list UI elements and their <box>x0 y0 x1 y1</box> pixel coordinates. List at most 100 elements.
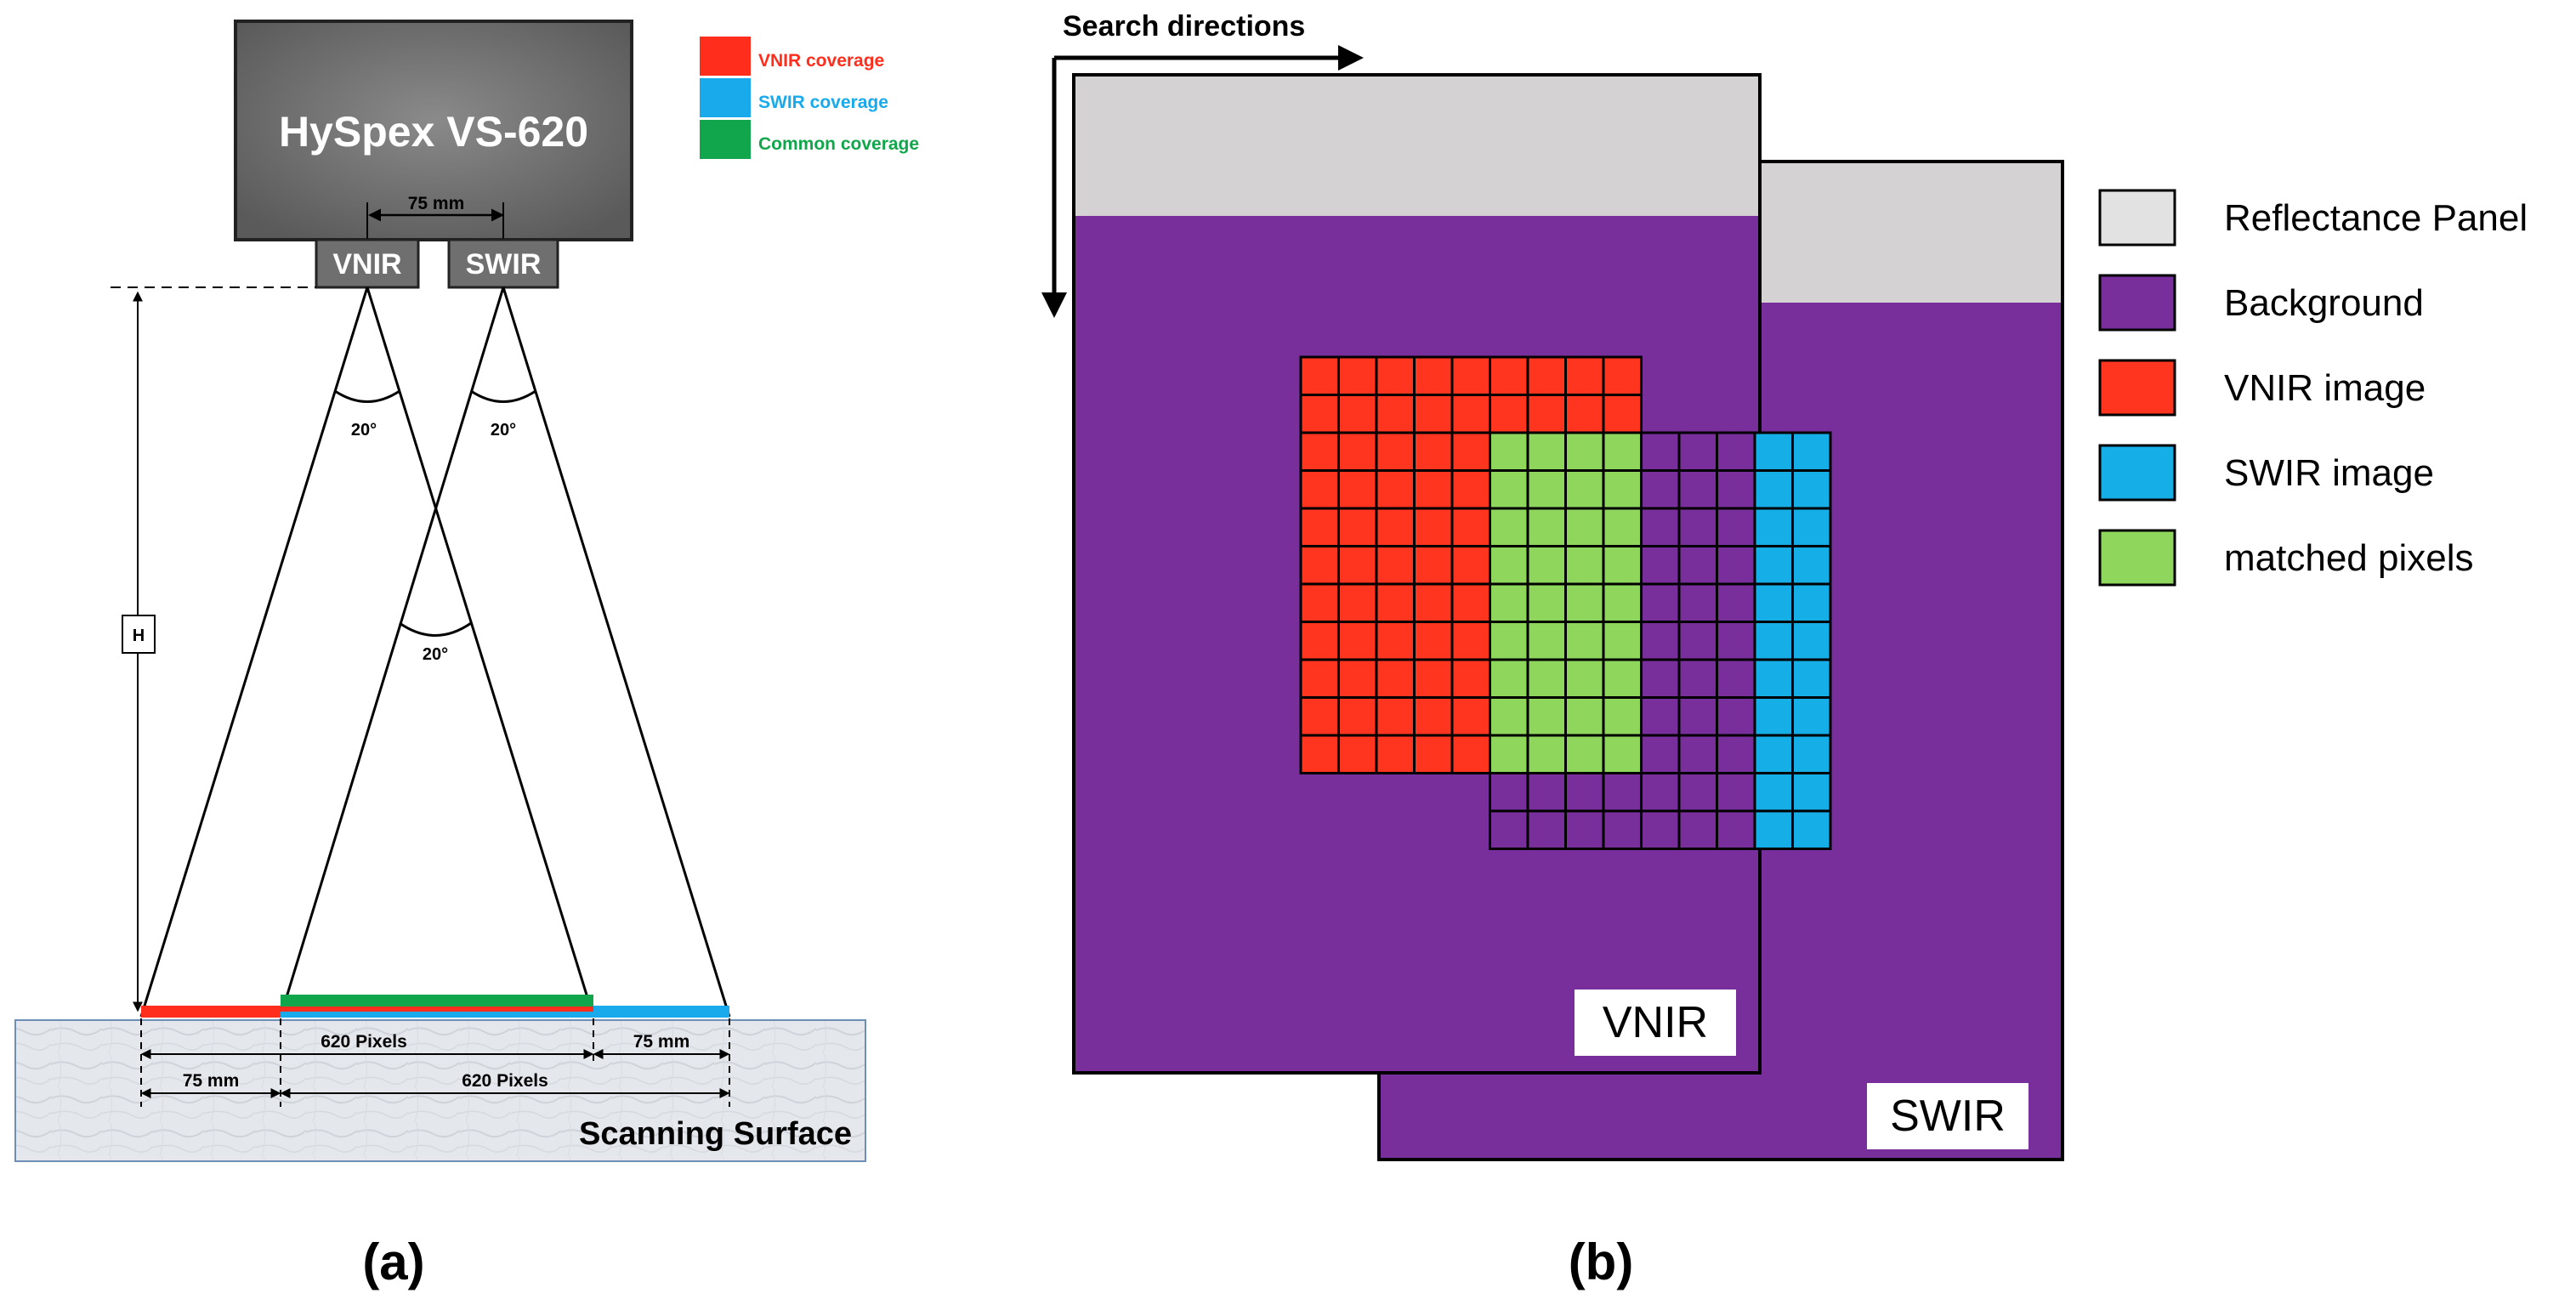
vnir-pixel <box>1299 696 1340 737</box>
vnir-pixel <box>1450 696 1491 737</box>
vnir-pixel <box>1375 545 1416 586</box>
matched-pixel <box>1489 582 1529 623</box>
vnir-reflectance-panel <box>1075 77 1758 216</box>
matched-pixel <box>1602 469 1643 510</box>
legend-a-label-vnir: VNIR coverage <box>758 51 884 71</box>
vnir-pixel <box>1413 507 1454 547</box>
vnir-pixel <box>1413 734 1454 774</box>
swir-pixel <box>1791 431 1832 472</box>
common-coverage-strip-blue <box>281 1012 593 1018</box>
swir-pixel <box>1677 734 1718 774</box>
swir-pixel <box>1753 658 1794 699</box>
swir-pixel <box>1716 507 1756 547</box>
vnir-pixel <box>1337 696 1378 737</box>
vnir-angle-label: 20° <box>351 421 377 440</box>
matched-pixel <box>1602 582 1643 623</box>
vnir-pixel <box>1337 734 1378 774</box>
matched-pixel <box>1564 621 1605 661</box>
vnir-pixel <box>1526 355 1567 396</box>
legend-b-label-swir: SWIR image <box>2224 452 2434 494</box>
swir-pixel <box>1753 621 1794 661</box>
matched-pixel <box>1564 431 1605 472</box>
vnir-pixel <box>1450 621 1491 661</box>
swir-pixel <box>1791 772 1832 813</box>
vnir-pixel <box>1450 469 1491 510</box>
vnir-pixel <box>1489 394 1529 434</box>
vnir-pixel <box>1375 394 1416 434</box>
vnir-pixel <box>1450 355 1491 396</box>
mm-right-label: 75 mm <box>633 1032 690 1052</box>
matched-pixel <box>1602 621 1643 661</box>
legend-a-swatch-vnir <box>700 37 751 76</box>
vnir-pixel <box>1413 469 1454 510</box>
matched-pixel <box>1526 507 1567 547</box>
swir-pixel <box>1677 809 1718 850</box>
matched-pixel <box>1489 734 1529 774</box>
swir-pixel <box>1791 809 1832 850</box>
legend-a-swatch-common <box>700 120 751 159</box>
vnir-pixel <box>1337 545 1378 586</box>
swir-pixel <box>1602 772 1643 813</box>
swir-pixel <box>1489 772 1529 813</box>
matched-pixel <box>1564 545 1605 586</box>
swir-pixel <box>1677 431 1718 472</box>
swir-pixel <box>1677 507 1718 547</box>
pixel-grid <box>1299 355 1832 850</box>
matched-pixel <box>1602 696 1643 737</box>
matched-pixel <box>1489 696 1529 737</box>
swir-pixel <box>1791 621 1832 661</box>
matched-pixel <box>1526 469 1567 510</box>
matched-pixel <box>1489 431 1529 472</box>
swir-pixel <box>1716 545 1756 586</box>
vnir-pixel <box>1450 658 1491 699</box>
vnir-pixel <box>1299 469 1340 510</box>
swir-pixel <box>1753 696 1794 737</box>
vnir-pixel <box>1375 696 1416 737</box>
legend-b-label-background: Background <box>2224 282 2424 324</box>
swir-angle-label: 20° <box>491 421 516 440</box>
swir-pixel <box>1526 809 1567 850</box>
vnir-pixel <box>1337 582 1378 623</box>
cross-angle-label: 20° <box>423 645 448 664</box>
vnir-pixel <box>1375 507 1416 547</box>
swir-pixel <box>1677 621 1718 661</box>
matched-pixel <box>1564 582 1605 623</box>
swir-pixel <box>1564 772 1605 813</box>
matched-pixel <box>1489 545 1529 586</box>
matched-pixel <box>1602 658 1643 699</box>
swir-frame-label: SWIR <box>1890 1092 2006 1141</box>
caption-b: (b) <box>1569 1233 1634 1290</box>
legend-b-label-matched: matched pixels <box>2224 537 2473 579</box>
vnir-label-box <box>1575 990 1736 1056</box>
swir-pixel <box>1716 621 1756 661</box>
swir-pixel <box>1753 431 1794 472</box>
swir-pixel <box>1716 696 1756 737</box>
vnir-pixel <box>1299 658 1340 699</box>
legend-a-label-common: Common coverage <box>758 134 919 154</box>
matched-pixel <box>1526 545 1567 586</box>
fov-lines <box>139 286 731 1018</box>
vnir-pixel <box>1299 394 1340 434</box>
legend-a: VNIR coverage SWIR coverage Common cover… <box>700 37 919 159</box>
camera-label: HySpex VS-620 <box>279 108 588 156</box>
vnir-pixel <box>1337 431 1378 472</box>
matched-pixel <box>1489 658 1529 699</box>
matched-pixel <box>1526 431 1567 472</box>
common-coverage-strip <box>281 995 593 1007</box>
swir-pixel <box>1640 696 1681 737</box>
legend-b-swatch-swir <box>2098 444 2176 502</box>
legend-b-swatch-matched <box>2098 529 2176 587</box>
swir-pixel <box>1791 696 1832 737</box>
matched-pixel <box>1526 696 1567 737</box>
search-directions-label: Search directions <box>1063 10 1305 43</box>
legend-b-swatch-background <box>2098 274 2176 332</box>
legend-a-swatch-swir <box>700 78 751 117</box>
vnir-pixel <box>1413 431 1454 472</box>
swir-pixel <box>1716 809 1756 850</box>
swir-pixel <box>1640 507 1681 547</box>
matched-pixel <box>1564 658 1605 699</box>
swir-pixel <box>1677 545 1718 586</box>
common-coverage-strip-red <box>281 1007 593 1012</box>
vnir-pixel <box>1337 469 1378 510</box>
